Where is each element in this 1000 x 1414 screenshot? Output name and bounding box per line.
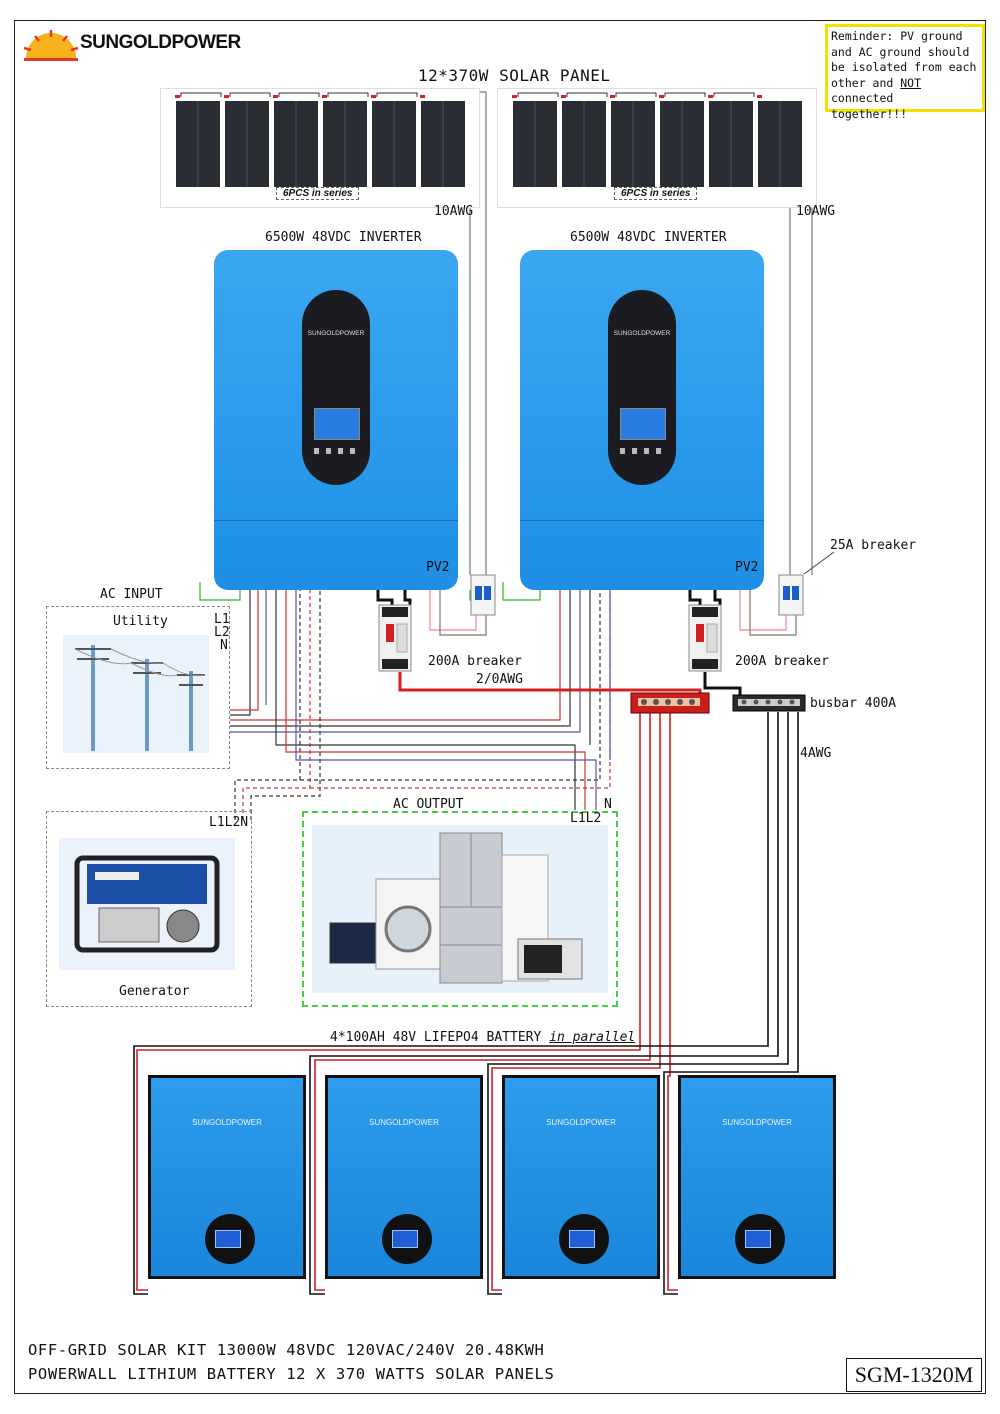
- main-breaker-right-icon: [688, 604, 722, 672]
- utility-n-label: N: [220, 638, 228, 653]
- main-breaker-label-left: 200A breaker: [428, 654, 522, 669]
- dc-cable-gauge: 2/0AWG: [476, 672, 523, 687]
- busbar-negative-icon: [732, 694, 806, 712]
- inverter-title-right: 6500W 48VDC INVERTER: [570, 230, 727, 245]
- pv-breaker-label: 25A breaker: [830, 538, 917, 553]
- ac-input-title: AC INPUT: [100, 587, 163, 602]
- pv-breaker-pointer: [803, 551, 835, 575]
- generator-icon: [59, 838, 235, 970]
- battery-title: 4*100AH 48V LIFEPO4 BATTERY in parallel: [330, 1030, 636, 1045]
- model-number: SGM-1320M: [846, 1358, 982, 1392]
- pv-wire-gauge-right: 10AWG: [796, 204, 836, 219]
- inverter-title-left: 6500W 48VDC INVERTER: [265, 230, 422, 245]
- battery-4-display: [735, 1214, 785, 1264]
- utility-box: Utility: [46, 606, 230, 769]
- main-breaker-left-icon: [378, 604, 412, 672]
- battery-2: SUNGOLDPOWER: [325, 1075, 483, 1279]
- utility-l1-label: L1: [214, 612, 230, 627]
- generator-label: Generator: [119, 984, 190, 999]
- busbar-label: busbar 400A: [810, 696, 897, 711]
- inverter-left-panel: SUNGOLDPOWER: [302, 290, 370, 485]
- battery-wire-gauge: 4AWG: [800, 746, 832, 761]
- inverter-right-buttons: [620, 448, 664, 454]
- solar-panel-title: 12*370W SOLAR PANEL: [418, 66, 611, 85]
- busbar-positive-icon: [630, 692, 710, 714]
- kit-description: OFF-GRID SOLAR KIT 13000W 48VDC 120VAC/2…: [28, 1341, 555, 1383]
- pv-breaker-left-icon: [470, 574, 496, 616]
- pv2-label-left: PV2: [426, 560, 450, 575]
- main-breaker-label-right: 200A breaker: [735, 654, 829, 669]
- utility-poles-icon: [63, 635, 209, 753]
- solar-panels-left-icon: [175, 92, 465, 187]
- battery-1: SUNGOLDPOWER: [148, 1075, 306, 1279]
- brand-name: SUNGOLDPOWER: [80, 32, 241, 53]
- inverter-left-lcd: [314, 408, 360, 440]
- appliances-icon: [312, 825, 608, 993]
- ac-output-n: N: [604, 797, 612, 812]
- battery-4: SUNGOLDPOWER: [678, 1075, 836, 1279]
- sun-logo-icon: [23, 30, 79, 61]
- battery-2-display: [382, 1214, 432, 1264]
- solar-panels-right-icon: [512, 92, 802, 187]
- dc-negative-right: [703, 672, 742, 700]
- generator-terminals: L1L2N: [209, 815, 249, 830]
- inverter-right: SUNGOLDPOWER: [520, 250, 764, 590]
- drawing-frame: [14, 20, 986, 1394]
- solar-array-left: [160, 88, 480, 208]
- pv2-label-right: PV2: [735, 560, 759, 575]
- reminder-note: Reminder: PV ground and AC ground should…: [825, 24, 985, 121]
- ac-output-l1l2: L1L2: [570, 811, 602, 826]
- battery-3-display: [559, 1214, 609, 1264]
- pv-wire-gauge-left: 10AWG: [434, 204, 474, 219]
- battery-3: SUNGOLDPOWER: [502, 1075, 660, 1279]
- pv-breaker-right-icon: [778, 574, 804, 616]
- inverter-left-buttons: [314, 448, 358, 454]
- utility-l2-label: L2: [214, 625, 230, 640]
- battery-1-display: [205, 1214, 255, 1264]
- series-label-left: 6PCS in series: [276, 187, 360, 200]
- utility-label: Utility: [113, 614, 168, 629]
- ac-output-title: AC OUTPUT: [393, 797, 464, 812]
- inverter-right-panel: SUNGOLDPOWER: [608, 290, 676, 485]
- inverter-right-lcd: [620, 408, 666, 440]
- inverter-left: SUNGOLDPOWER: [214, 250, 458, 590]
- series-label-right: 6PCS in series: [614, 187, 698, 200]
- generator-box: Generator: [46, 811, 252, 1007]
- ac-output-box: [302, 811, 618, 1007]
